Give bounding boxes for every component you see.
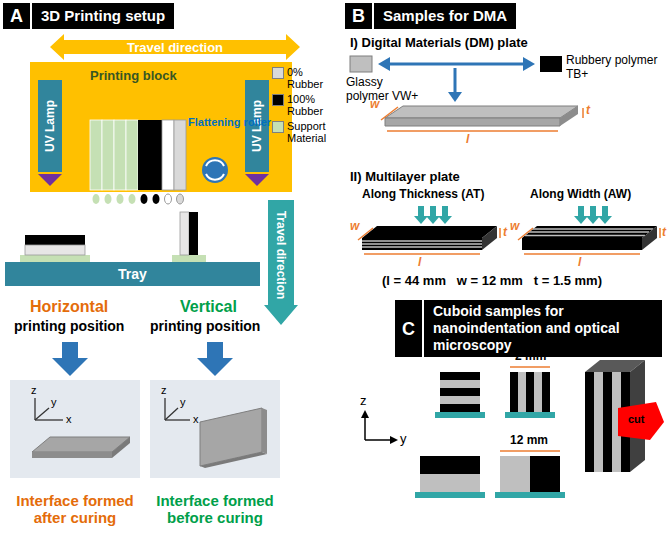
label-text: w <box>350 220 359 234</box>
cuboid-samples <box>361 360 664 498</box>
node-text: Travel direction <box>127 40 223 55</box>
uv-lamp: UV Lamp <box>38 80 62 172</box>
node-text: Printing block <box>90 68 177 83</box>
label-text: x <box>66 413 72 426</box>
label-text: y <box>51 396 57 409</box>
legend-swatch <box>272 67 284 79</box>
tray: Tray <box>5 262 260 286</box>
node-text: 3D Printing setup <box>32 3 174 29</box>
label-text: Flattening roller <box>188 116 246 129</box>
label-text: cut <box>628 413 645 426</box>
label-text: printing position <box>150 318 260 334</box>
legend-item: Support Material <box>272 120 337 144</box>
droplets <box>93 194 184 204</box>
label-text: l <box>578 256 581 270</box>
node-text: UV Lamp <box>250 100 264 152</box>
label-text: I) Digital Materials (DM) plate <box>350 36 528 51</box>
label-text: w <box>370 98 379 112</box>
label-text: l <box>466 133 469 147</box>
label-text: w <box>510 220 519 234</box>
label-text: y <box>400 432 407 447</box>
label-text: t <box>662 226 666 240</box>
down-arrow <box>197 342 233 376</box>
legend-item: 100% Rubber <box>272 93 337 117</box>
label-text: Along Width (AW) <box>530 188 631 202</box>
label-text: x <box>193 413 199 426</box>
label-text: (l = 44 mm w = 12 mm t = 1.5 mm) <box>382 274 602 289</box>
label-text: z <box>31 384 37 397</box>
legend-item: 0% Rubber <box>272 66 337 90</box>
travel-arrow: Travel direction <box>264 200 298 325</box>
label-text: t <box>586 104 590 118</box>
node-text: Tray <box>118 266 147 282</box>
legend-swatch <box>272 121 284 133</box>
node-text: UV Lamp <box>43 100 57 152</box>
label-text: Rubbery polymer TB+ <box>566 54 661 82</box>
panel-header: BSamples for DMA <box>345 3 516 29</box>
panel-header: CCuboid samples for nanoindentation and … <box>395 300 662 357</box>
node-text: Cuboid samples for nanoindentation and o… <box>424 300 662 357</box>
node-text: C <box>395 300 424 357</box>
label-text: 2 mm <box>515 350 546 364</box>
label-text: z <box>161 384 167 397</box>
uv-lamp: UV Lamp <box>245 80 269 172</box>
legend-text: Support Material <box>287 120 337 144</box>
label-text: z <box>360 394 367 409</box>
label-text: Interface formed before curing <box>150 492 280 527</box>
vertical-render <box>150 380 280 478</box>
label-text: t <box>503 226 507 240</box>
panel-header: A3D Printing setup <box>3 3 174 29</box>
legend-text: 0% Rubber <box>287 66 337 90</box>
node-text: B <box>345 3 374 29</box>
label-text: l <box>418 256 421 270</box>
label-text: Glassy polymer VW+ <box>346 76 428 104</box>
node-text: Travel direction <box>274 211 288 300</box>
node-text: A <box>3 3 32 29</box>
legend-text: 100% Rubber <box>287 93 337 117</box>
down-arrow <box>52 342 88 376</box>
label-text: Vertical <box>180 298 237 316</box>
label-text: II) Multilayer plate <box>350 170 460 185</box>
label-text: printing position <box>14 318 124 334</box>
travel-arrow: Travel direction <box>50 34 300 60</box>
printing-block: Printing block UV Lamp UV Lamp <box>30 62 292 192</box>
node-text: Samples for DMA <box>374 3 516 29</box>
label-text: y <box>180 396 186 409</box>
multilayer-plates <box>358 206 660 254</box>
horizontal-render <box>10 380 140 478</box>
tray-samples <box>20 212 206 262</box>
label-text: Horizontal <box>30 298 108 316</box>
label-text: 12 mm <box>510 434 548 448</box>
legend-swatch <box>272 94 284 106</box>
label-text: Interface formed after curing <box>10 492 140 527</box>
label-text: Along Thickness (AT) <box>362 188 484 202</box>
